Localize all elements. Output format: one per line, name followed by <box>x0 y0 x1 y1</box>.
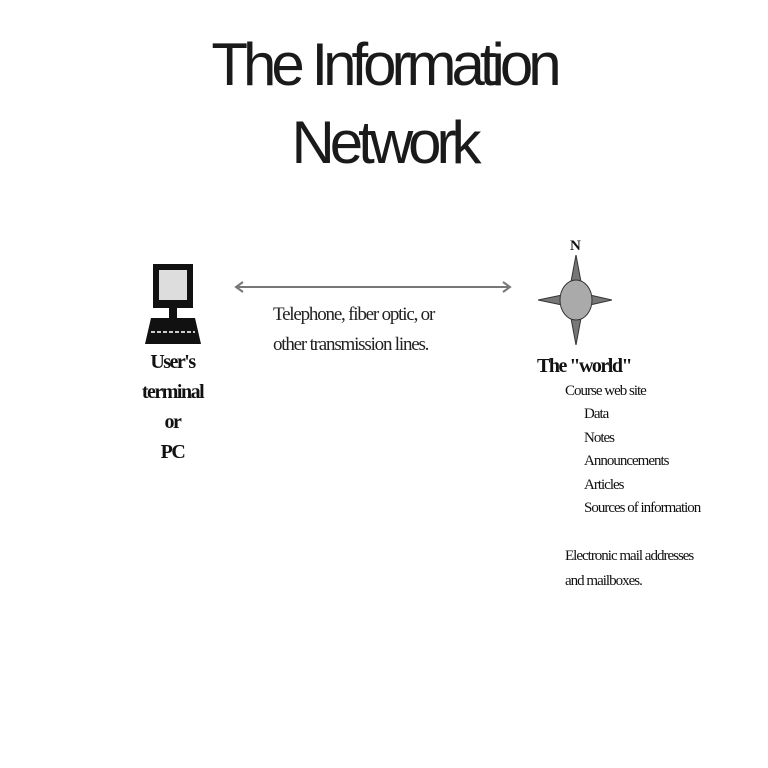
computer-terminal-icon <box>145 264 201 344</box>
list-item: Announcements <box>584 453 669 469</box>
connection-text-1: Telephone, fiber optic, or <box>273 304 435 325</box>
course-website: Course web site <box>565 383 647 399</box>
list-item: Notes <box>584 429 615 446</box>
list-item: Articles <box>584 476 624 493</box>
terminal-label-line: or <box>164 411 182 433</box>
compass-north-label: N <box>570 238 581 254</box>
terminal-label-line: PC <box>160 441 186 463</box>
list-item: Sources of information <box>584 500 701 516</box>
email-line-2: and mailboxes. <box>565 573 643 589</box>
terminal-label: User's terminal or PC <box>110 347 235 467</box>
email-line-1: Electronic mail addresses <box>565 548 694 564</box>
title-line-2: Network <box>291 109 481 176</box>
bidirectional-arrow <box>234 281 512 293</box>
world-heading: The "world" <box>537 355 633 377</box>
terminal-label-line: terminal <box>141 381 205 403</box>
title-line-1: The Information <box>211 31 561 98</box>
course-website-items: Data Notes Announcements Articles Source… <box>584 403 701 521</box>
list-item: Data <box>584 406 609 422</box>
compass-icon <box>538 255 612 345</box>
terminal-label-line: User's <box>150 351 196 373</box>
connection-text-2: other transmission lines. <box>273 334 429 355</box>
